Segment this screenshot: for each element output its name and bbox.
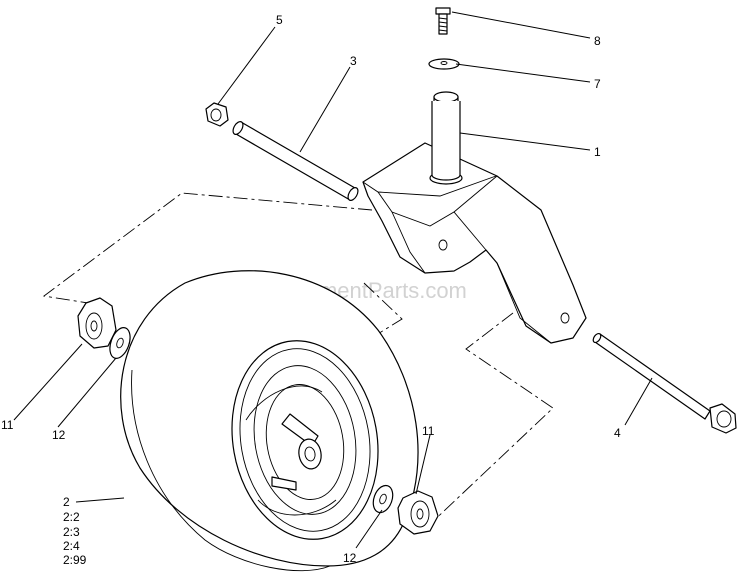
- bolt-8: [435, 7, 451, 35]
- callout-5: 5: [276, 13, 283, 27]
- washer-12-left: [109, 327, 131, 359]
- washer-7: [428, 58, 460, 70]
- callout-11-right: 11: [422, 424, 435, 438]
- axle-bolt-4: [592, 332, 737, 434]
- washer-12-right: [372, 484, 394, 514]
- callout-2-4: 2:4: [63, 539, 80, 553]
- callout-2-2: 2:2: [63, 510, 80, 524]
- locknut-5: [205, 102, 229, 127]
- callout-leaders: [13, 11, 653, 549]
- spacer-11-left: [77, 297, 117, 349]
- callout-3: 3: [350, 54, 357, 68]
- callout-7: 7: [594, 77, 601, 91]
- callout-12-left: 12: [52, 428, 66, 442]
- callout-12-right: 12: [343, 551, 357, 565]
- callout-2: 2: [63, 495, 70, 509]
- spacer-11-right: [397, 490, 439, 535]
- callout-2-3: 2:3: [63, 525, 80, 539]
- tire-wheel: [120, 270, 419, 572]
- caster-fork: [362, 142, 587, 344]
- callout-labels: 5 3 8 7 1 4 11 12 11 12 2 2:2 2:3 2:4 2:…: [1, 13, 621, 567]
- callout-1: 1: [594, 145, 601, 159]
- spacer-tube-3: [232, 121, 359, 201]
- callout-11-left: 11: [1, 418, 14, 432]
- callout-4: 4: [614, 426, 621, 440]
- callout-8: 8: [594, 34, 601, 48]
- pivot-shaft: [429, 91, 463, 185]
- callout-2-99: 2:99: [63, 553, 87, 567]
